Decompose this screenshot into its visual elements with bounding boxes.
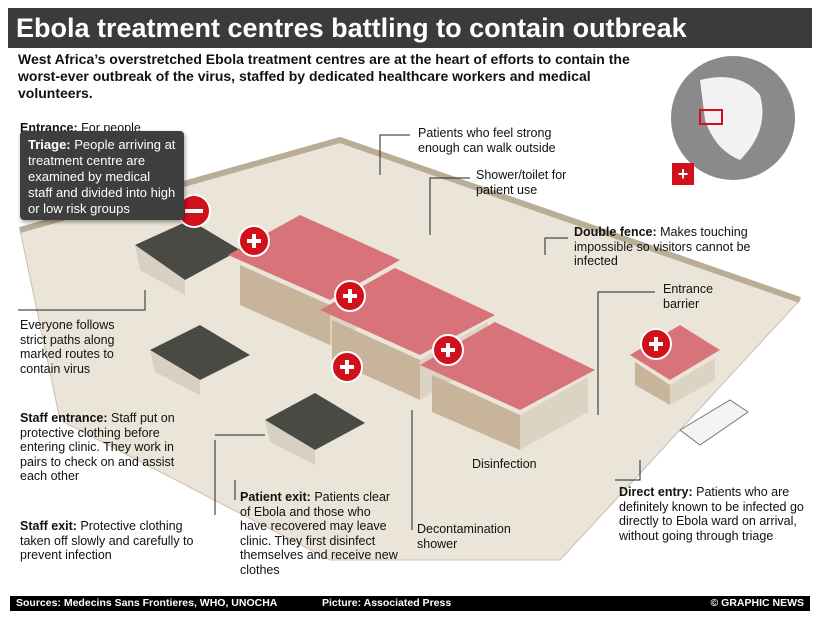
footer: Sources: Medecins Sans Frontieres, WHO, … xyxy=(10,596,810,611)
label-shower-toilet: Shower/toilet for patient use xyxy=(476,168,567,197)
ward-3 xyxy=(420,322,595,450)
sources: Sources: Medecins Sans Frontieres, WHO, … xyxy=(16,597,278,609)
copyright: © GRAPHIC NEWS xyxy=(710,597,805,609)
label-disinfection: Disinfection xyxy=(472,457,537,471)
label-staff-entrance: Staff entrance: Staff put on protective … xyxy=(20,411,175,483)
svg-text:+: + xyxy=(678,164,689,184)
label-paths: Everyone follows strict paths along mark… xyxy=(20,318,115,376)
label-staff-exit: Staff exit: Protective clothing taken of… xyxy=(20,519,194,562)
label-triage: Triage: People arriving at treatment cen… xyxy=(20,131,184,220)
label-double-fence: Double fence: Makes touching impossible … xyxy=(574,225,751,268)
triage-tent xyxy=(135,220,240,295)
subtitle: West Africa’s overstretched Ebola treatm… xyxy=(18,51,630,101)
ambulance xyxy=(679,399,749,446)
staff-entrance-tent xyxy=(150,325,250,395)
locator-globe: + xyxy=(671,56,795,185)
label-entrance-barrier: Entrance barrier xyxy=(663,282,714,311)
picture-credit: Picture: Associated Press xyxy=(322,597,452,609)
direct-entry-ward xyxy=(630,325,720,405)
staff-exit-tent xyxy=(265,393,365,465)
label-decon-shower: Decontamination shower xyxy=(417,522,511,551)
label-walk-outside: Patients who feel strong enough can walk… xyxy=(418,126,556,155)
page-title: Ebola treatment centres battling to cont… xyxy=(8,8,812,48)
label-direct-entry: Direct entry: Patients who are definitel… xyxy=(619,485,804,543)
label-patient-exit: Patient exit: Patients clear of Ebola an… xyxy=(240,490,398,577)
